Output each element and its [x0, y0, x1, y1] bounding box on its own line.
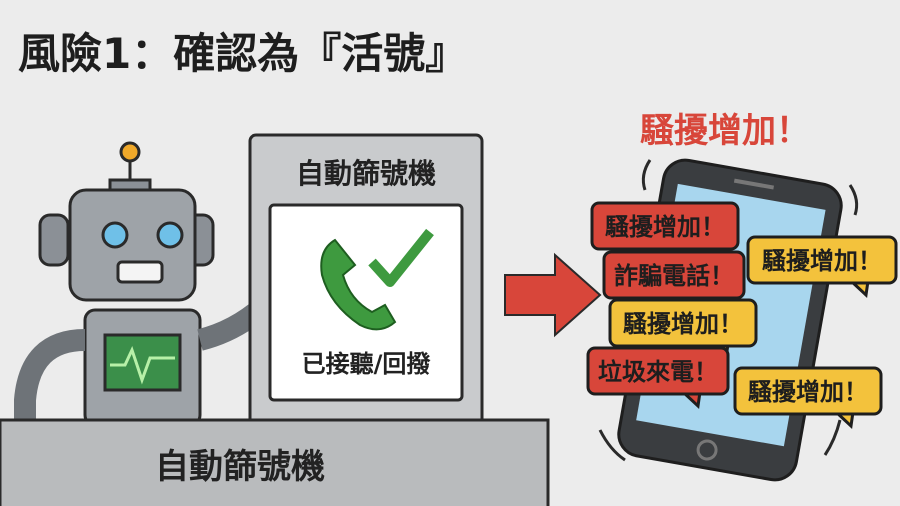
arrow-right-icon [504, 252, 602, 338]
bubble-group: 騷擾增加！ 詐騙電話！ 騷擾增加！ 騷擾增加！ 垃圾來電！ 騷擾增加！ [586, 201, 898, 430]
speech-bubble-text: 詐騙電話！ [614, 262, 734, 290]
speech-bubble: 騷擾增加！ [590, 201, 740, 265]
speech-bubble: 騷擾增加！ [733, 366, 883, 430]
speech-bubble: 詐騙電話！ [602, 250, 746, 314]
robot-head [68, 188, 197, 302]
speech-bubble: 騷擾增加！ [608, 298, 758, 362]
desk-label: 自動篩號機 [155, 447, 325, 487]
headline-harassment: 騷擾增加！ [640, 111, 810, 151]
robot [14, 141, 288, 430]
vibration-lines [598, 159, 859, 462]
speech-bubble-text: 騷擾增加！ [623, 310, 743, 338]
auto-screening-machine: 自動篩號機 已接聽/回撥 [248, 133, 484, 427]
speech-bubble-text: 騷擾增加！ [762, 247, 882, 275]
speech-bubble: 垃圾來電！ [586, 346, 730, 410]
machine-status: 已接聽/回撥 [302, 350, 432, 378]
antenna-icon [119, 141, 141, 163]
speech-bubble-text: 垃圾來電！ [598, 358, 718, 386]
page-title: 風險1：確認為『活號』 [18, 29, 467, 78]
phone-check-icon [320, 228, 434, 331]
machine-label: 自動篩號機 [296, 157, 436, 190]
speech-bubble-text: 騷擾增加！ [748, 378, 868, 406]
speech-bubble: 騷擾增加！ [746, 235, 898, 299]
desk [0, 418, 550, 506]
speech-bubble-text: 騷擾增加！ [605, 213, 725, 241]
